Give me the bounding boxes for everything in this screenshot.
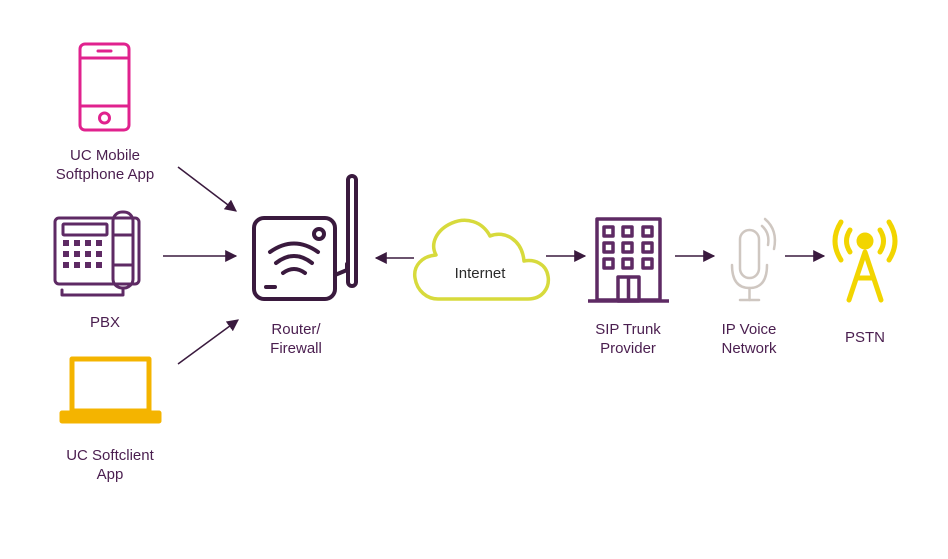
ipvoice-label: IP Voice Network	[699, 320, 799, 358]
mobile-label-line2: Softphone App	[55, 166, 155, 183]
smartphone-icon	[78, 42, 131, 132]
router-label: Router/ Firewall	[246, 320, 346, 358]
arrow-mobile-to-router	[177, 166, 237, 212]
softclient-label-line1: UC Softclient	[66, 447, 154, 464]
sip-label-line1: SIP Trunk	[595, 321, 661, 338]
pstn-label-line1: PSTN	[844, 329, 885, 346]
router-label-line1: Router/	[271, 321, 321, 338]
mobile-label: UC Mobile Softphone App	[45, 146, 165, 184]
sip-label-line2: Provider	[600, 340, 656, 357]
arrow-softclient-to-router	[177, 319, 239, 365]
router-label-line2: Firewall	[270, 340, 322, 357]
pbx-label: PBX	[45, 313, 165, 332]
pbx-label-line1: PBX	[89, 314, 120, 331]
softclient-label: UC Softclient App	[45, 446, 175, 484]
microphone-icon	[730, 217, 777, 302]
building-icon	[588, 217, 669, 303]
router-icon	[252, 174, 358, 301]
antenna-tower-icon	[832, 219, 898, 303]
mobile-label-line1: UC Mobile	[69, 147, 141, 164]
sip-label: SIP Trunk Provider	[578, 320, 678, 358]
pstn-label: PSTN	[815, 328, 915, 347]
connection-arrows	[163, 166, 826, 365]
ipvoice-label-line2: Network	[721, 340, 777, 357]
desk-phone-icon	[53, 210, 141, 297]
laptop-icon	[59, 356, 162, 424]
softclient-label-line2: App	[96, 466, 124, 483]
ipvoice-label-line1: IP Voice	[721, 321, 777, 338]
internet-label: Internet	[454, 265, 506, 282]
cloud-icon	[413, 218, 551, 301]
